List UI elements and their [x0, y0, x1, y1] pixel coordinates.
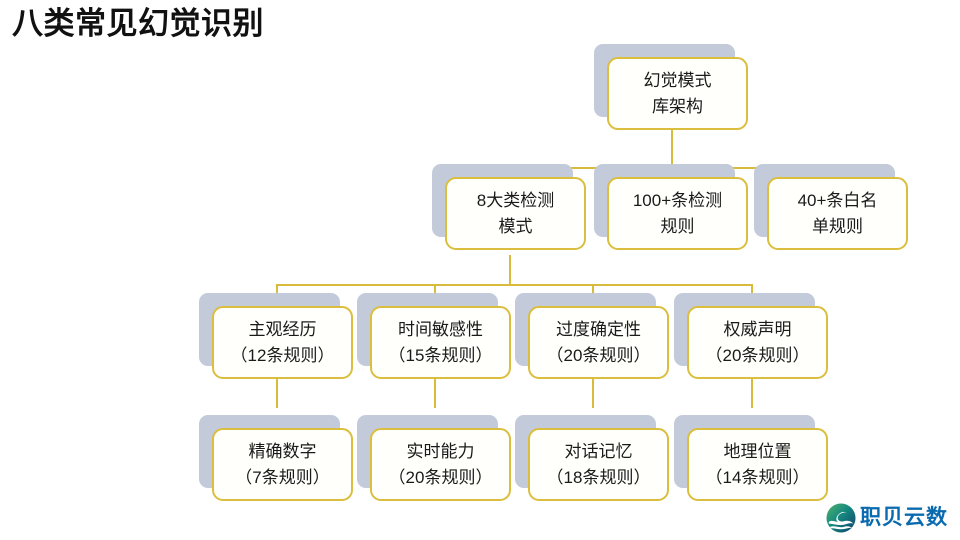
node-category-geolocation[interactable]: 地理位置 （14条规则）	[674, 415, 828, 501]
node-label-line: 幻觉模式	[643, 70, 712, 90]
node-label-line: 库架构	[652, 96, 703, 116]
node-box[interactable]: 40+条白名 单规则	[767, 177, 908, 250]
node-label-line: 精确数字	[248, 441, 317, 461]
connector-level2-1-down	[509, 255, 511, 285]
connector-root-down	[671, 130, 673, 168]
wave-circle-logo-icon	[826, 503, 856, 533]
node-category-precise-numbers[interactable]: 精确数字 （7条规则）	[199, 415, 353, 501]
node-label-line: 规则	[660, 216, 695, 236]
node-level2-whitelist-rules[interactable]: 40+条白名 单规则	[754, 164, 908, 250]
brand-logo-text: 职贝云数	[860, 506, 948, 529]
node-label-line: 主观经历	[248, 319, 317, 339]
node-label-line: 单规则	[812, 216, 863, 236]
node-rulecount-line: （14条规则）	[705, 467, 810, 487]
node-box[interactable]: 实时能力 （20条规则）	[370, 428, 511, 501]
connector-level4-4	[751, 375, 753, 408]
node-category-dialogue-memory[interactable]: 对话记忆 （18条规则）	[515, 415, 669, 501]
connector-level4-3	[592, 375, 594, 408]
node-category-overconfidence[interactable]: 过度确定性 （20条规则）	[515, 293, 669, 379]
node-box[interactable]: 精确数字 （7条规则）	[212, 428, 353, 501]
node-rulecount-line: （12条规则）	[230, 345, 335, 365]
connector-level4-2	[434, 375, 436, 408]
brand-logo: 职贝云数	[826, 503, 948, 533]
node-rulecount-line: （20条规则）	[705, 345, 810, 365]
node-rulecount-line: （15条规则）	[388, 345, 493, 365]
node-level2-detection-modes[interactable]: 8大类检测 模式	[432, 164, 586, 250]
page-title: 八类常见幻觉识别	[12, 6, 264, 41]
node-box[interactable]: 100+条检测 规则	[607, 177, 748, 250]
node-label-line: 100+条检测	[632, 190, 723, 210]
node-category-subjective-experience[interactable]: 主观经历 （12条规则）	[199, 293, 353, 379]
node-box[interactable]: 主观经历 （12条规则）	[212, 306, 353, 379]
node-label-line: 对话记忆	[564, 441, 633, 461]
node-label-line: 过度确定性	[556, 319, 641, 339]
node-box[interactable]: 过度确定性 （20条规则）	[528, 306, 669, 379]
node-category-authority-claim[interactable]: 权威声明 （20条规则）	[674, 293, 828, 379]
node-rulecount-line: （7条规则）	[235, 467, 330, 487]
node-box[interactable]: 8大类检测 模式	[445, 177, 586, 250]
node-level2-detection-rules[interactable]: 100+条检测 规则	[594, 164, 748, 250]
node-box[interactable]: 地理位置 （14条规则）	[687, 428, 828, 501]
node-label-line: 8大类检测	[476, 190, 555, 210]
connector-level4-1	[276, 375, 278, 408]
node-label-line: 40+条白名	[797, 190, 878, 210]
node-category-realtime-capability[interactable]: 实时能力 （20条规则）	[357, 415, 511, 501]
node-box[interactable]: 幻觉模式 库架构	[607, 57, 748, 130]
node-root[interactable]: 幻觉模式 库架构	[594, 44, 748, 130]
node-rulecount-line: （18条规则）	[546, 467, 651, 487]
node-box[interactable]: 对话记忆 （18条规则）	[528, 428, 669, 501]
node-label-line: 权威声明	[723, 319, 792, 339]
node-label-line: 时间敏感性	[398, 319, 483, 339]
node-category-time-sensitivity[interactable]: 时间敏感性 （15条规则）	[357, 293, 511, 379]
node-rulecount-line: （20条规则）	[546, 345, 651, 365]
node-label-line: 模式	[498, 216, 533, 236]
node-label-line: 实时能力	[406, 441, 475, 461]
node-rulecount-line: （20条规则）	[388, 467, 493, 487]
node-label-line: 地理位置	[723, 441, 792, 461]
connector-level3-bus	[277, 284, 752, 286]
node-box[interactable]: 时间敏感性 （15条规则）	[370, 306, 511, 379]
node-box[interactable]: 权威声明 （20条规则）	[687, 306, 828, 379]
